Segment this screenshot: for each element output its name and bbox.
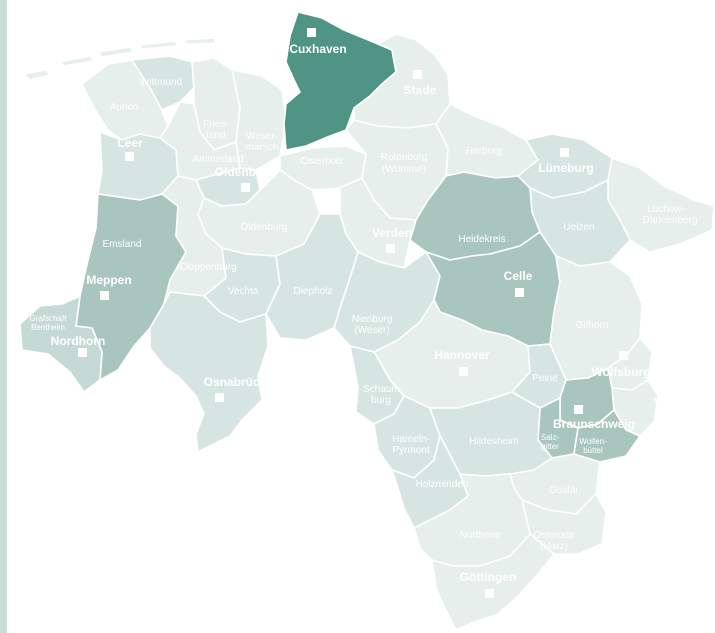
city-label-celle: Celle (504, 269, 533, 283)
city-marker-lueneburg (560, 148, 569, 157)
label-diepholz: Diepholz (294, 286, 333, 297)
label-schaumburg-2: burg (371, 395, 391, 406)
label-wolfenbuettel-1: Wolfen- (579, 437, 607, 446)
city-marker-meppen (100, 291, 109, 300)
city-label-braunschweig: Braunschweig (553, 417, 635, 431)
city-label-lueneburg: Lüneburg (538, 161, 593, 175)
label-harburg: Harburg (466, 146, 502, 157)
label-luechow-1: Lüchow- (647, 204, 685, 215)
label-osterode-1: Osterode (533, 530, 575, 541)
city-label-goettingen: Göttingen (460, 570, 517, 584)
city-marker-oldenburg (241, 183, 250, 192)
city-marker-stade (413, 70, 422, 79)
label-emsland: Emsland (103, 239, 142, 250)
city-label-meppen: Meppen (86, 273, 131, 287)
city-marker-hannover (459, 367, 468, 376)
label-goslar: Goslar (549, 485, 579, 496)
city-marker-braunschweig (574, 405, 583, 414)
label-vechta: Vechta (228, 286, 259, 297)
city-marker-celle (515, 288, 524, 297)
label-heidekreis: Heidekreis (458, 234, 505, 245)
label-osterholz: Osterholz (301, 156, 344, 167)
city-marker-osnabrueck (215, 393, 224, 402)
label-nienburg-2: (Weser) (354, 325, 389, 336)
city-marker-verden (386, 244, 395, 253)
city-label-oldenburg: Oldenburg (215, 165, 276, 179)
label-peine: Peine (532, 373, 558, 384)
city-label-wolfsburg: Wolfsburg (591, 365, 650, 379)
city-marker-leer (125, 152, 134, 161)
city-marker-goettingen (485, 589, 494, 598)
city-label-leer: Leer (117, 136, 143, 150)
label-helmstedt-2: stedt (656, 406, 678, 417)
city-label-nordhorn: Nordhorn (51, 334, 106, 348)
label-ammerland: Ammerland (192, 154, 243, 165)
city-marker-nordhorn (78, 348, 87, 357)
city-label-cuxhaven: Cuxhaven (289, 42, 346, 56)
city-label-stade: Stade (404, 83, 437, 97)
label-gifhorn: Gifhorn (576, 320, 609, 331)
region-harburg[interactable] (435, 103, 539, 179)
label-cloppenburg: Cloppenburg (179, 262, 236, 273)
label-schaumburg-1: Schaum- (363, 384, 403, 395)
left-edge-bar (0, 0, 7, 633)
label-uelzen: Uelzen (563, 222, 594, 233)
label-wolfenbuettel-2: büttel (583, 446, 603, 455)
region-islands (23, 37, 217, 81)
region-wesermarsch[interactable] (231, 69, 287, 171)
region-grafschaft-bentheim[interactable] (19, 295, 103, 393)
label-friesland-2: land (207, 130, 226, 141)
label-salzgitter-1: Salz- (541, 433, 560, 442)
label-hameln-1: Hameln- (392, 434, 430, 445)
city-marker-wolfsburg (619, 351, 628, 360)
label-aurich: Aurich (110, 102, 138, 113)
label-wesermarsch-2: marsch (246, 142, 279, 153)
label-grafschaft-2: Bentheim (31, 323, 65, 332)
label-rotenburg-1: Rotenburg (381, 152, 428, 163)
label-osterode-2: (Harz) (540, 541, 568, 552)
label-helmstedt-1: Helm- (654, 395, 681, 406)
label-grafschaft-1: Grafschaft (30, 314, 68, 323)
label-hameln-2: Pyrmont (392, 445, 429, 456)
city-label-hannover: Hannover (434, 348, 490, 362)
label-northeim: Northeim (460, 530, 501, 541)
label-holzminden: Holzminden (416, 479, 469, 490)
label-luechow-2: Dannenberg (642, 215, 697, 226)
label-rotenburg-2: (Wümme) (382, 164, 426, 175)
label-nienburg-1: Nienburg (352, 314, 393, 325)
label-salzgitter-2: gitter (541, 442, 559, 451)
label-wittmund: Wittmund (140, 77, 182, 88)
region-wittmund[interactable] (131, 55, 195, 111)
city-marker-cuxhaven (307, 28, 316, 37)
region-goettingen[interactable] (431, 533, 555, 631)
label-wesermarsch-1: Weser- (246, 131, 278, 142)
label-oldenburg-lk: Oldenburg (241, 222, 288, 233)
region-osnabrueck[interactable] (149, 291, 269, 453)
label-friesland-1: Fries- (203, 119, 229, 130)
city-label-osnabrueck: Osnabrück (204, 375, 267, 389)
city-label-verden: Verden (372, 226, 412, 240)
label-hildesheim: Hildesheim (469, 436, 518, 447)
